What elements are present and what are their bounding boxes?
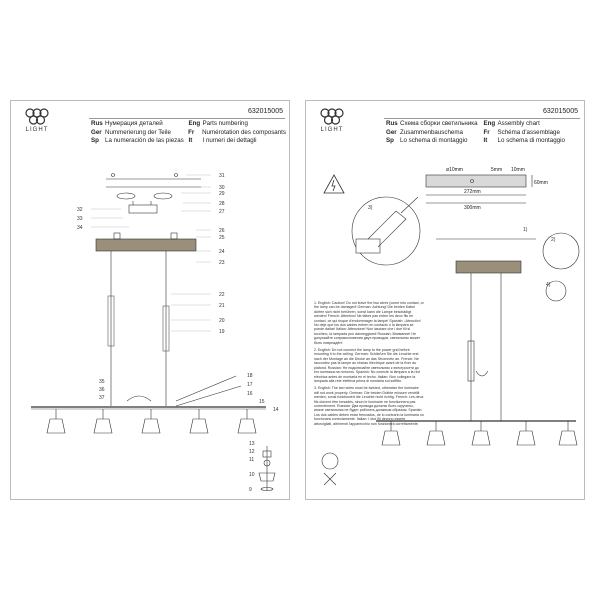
part-number: 37 — [99, 395, 105, 401]
part-number: 33 — [77, 216, 83, 222]
lang-code: Ger — [91, 128, 102, 136]
dimension-gap: 5mm — [491, 167, 502, 173]
brand-logo: LIGHT — [314, 107, 350, 133]
lamp-bar — [376, 420, 578, 446]
dimension-hole: ø10mm — [446, 167, 463, 173]
lang-code: Rus — [386, 120, 398, 127]
step-label: 1) — [523, 227, 528, 233]
header-text: Parts numbering — [202, 120, 248, 127]
header-text: Zusammenbauschema — [400, 128, 463, 136]
part-number: 29 — [219, 191, 225, 197]
exploded-lamp-parts — [258, 446, 276, 491]
header-text: Assembly chart — [497, 120, 540, 127]
header-text: Lo schema di montaggio — [497, 137, 565, 145]
part-number: 24 — [219, 249, 225, 255]
header-text: Nummerierung der Teile — [105, 128, 171, 136]
part-number: 12 — [249, 449, 255, 455]
mounting-plate-drawing — [425, 174, 533, 204]
step-label: 2) — [551, 237, 556, 243]
lang-code: It — [188, 137, 193, 145]
part-number: 27 — [219, 209, 225, 215]
header-text: Схема сборки светильника — [400, 120, 478, 127]
header-divider — [89, 118, 285, 119]
instruction-paragraph: 3. English: The two wires must be twiste… — [314, 386, 424, 426]
header-divider — [384, 118, 580, 119]
lang-code: Eng — [483, 120, 496, 127]
electric-warning-icon — [323, 174, 345, 194]
wire-connection-detail — [351, 196, 421, 266]
part-number: 16 — [247, 391, 253, 397]
part-number: 22 — [219, 292, 225, 298]
part-number: 10 — [249, 472, 255, 478]
mw-logo-icon — [25, 108, 49, 125]
product-code: 632015005 — [247, 108, 283, 115]
dimension-edge: 10mm — [511, 167, 525, 173]
mw-logo-icon — [320, 108, 344, 125]
header-text: La numeración de las piezas — [105, 137, 184, 145]
dimension-outer: 300mm — [464, 205, 481, 211]
part-number: 21 — [219, 303, 225, 309]
ceiling-canopy — [436, 238, 536, 421]
part-number: 9 — [249, 487, 252, 493]
part-number: 14 — [273, 407, 279, 413]
product-code: 632015005 — [542, 108, 578, 115]
part-number: 15 — [259, 399, 265, 405]
lang-code: Fr — [188, 128, 195, 136]
screw-detail — [542, 232, 580, 302]
part-number: 17 — [247, 382, 253, 388]
dimension-inner: 272mm — [464, 189, 481, 195]
lang-code: Rus — [91, 120, 103, 127]
part-number: 13 — [249, 441, 255, 447]
lang-code: It — [483, 137, 488, 145]
part-number: 35 — [99, 379, 105, 385]
assembly-chart-page: ø10mm 5mm 10mm 60mm 272mm 300mm 3) 1) 2)… — [305, 100, 585, 500]
step-label: 3) — [368, 205, 373, 211]
disposal-icons — [321, 452, 339, 486]
lang-code: Sp — [386, 137, 394, 145]
lang-code: Eng — [188, 120, 201, 127]
instruction-paragraph: 2. English: Do not connect the lamp to t… — [314, 348, 420, 383]
header-text: Numérotation des composants — [202, 128, 286, 136]
header-text: Schéma d'assemblage — [497, 128, 560, 136]
lang-code: Fr — [483, 128, 490, 136]
lang-code: Sp — [91, 137, 99, 145]
part-number: 23 — [219, 260, 225, 266]
lamp-shades — [46, 409, 257, 434]
header-text: Нумерация деталей — [105, 120, 163, 127]
lang-code: Ger — [386, 128, 397, 136]
part-number: 28 — [219, 201, 225, 207]
part-number: 31 — [219, 173, 225, 179]
part-number: 26 — [219, 228, 225, 234]
brand-logo: LIGHT — [19, 107, 55, 133]
part-number: 25 — [219, 235, 225, 241]
safety-instructions: 1. English: Caution! Do not leave the tw… — [314, 301, 424, 429]
ceiling-mount-illustration — [31, 173, 266, 410]
part-number: 19 — [219, 329, 225, 335]
parts-numbering-page: 31 30 29 28 27 32 33 34 26 25 24 23 22 2… — [10, 100, 290, 500]
header-text: Lo schema di montaggio — [400, 137, 468, 145]
part-number: 20 — [219, 318, 225, 324]
header-text: I numeri dei dettagli — [202, 137, 257, 145]
part-number: 30 — [219, 185, 225, 191]
part-number: 32 — [77, 207, 83, 213]
part-number: 18 — [247, 373, 253, 379]
part-number: 34 — [77, 225, 83, 231]
dimension-height: 60mm — [534, 180, 548, 186]
part-number: 36 — [99, 387, 105, 393]
instruction-paragraph: 1. English: Caution! Do not leave the tw… — [314, 301, 424, 345]
assembly-diagram: ø10mm 5mm 10mm 60mm 272mm 300mm 3) 1) 2)… — [321, 167, 580, 486]
logo-text: LIGHT — [320, 127, 344, 133]
part-number: 11 — [249, 457, 254, 463]
logo-text: LIGHT — [25, 127, 49, 133]
part-number-labels: 31 30 29 28 27 32 33 34 26 25 24 23 22 2… — [77, 173, 279, 493]
step-label: 4) — [546, 282, 551, 288]
parts-diagram: 31 30 29 28 27 32 33 34 26 25 24 23 22 2… — [31, 173, 279, 493]
